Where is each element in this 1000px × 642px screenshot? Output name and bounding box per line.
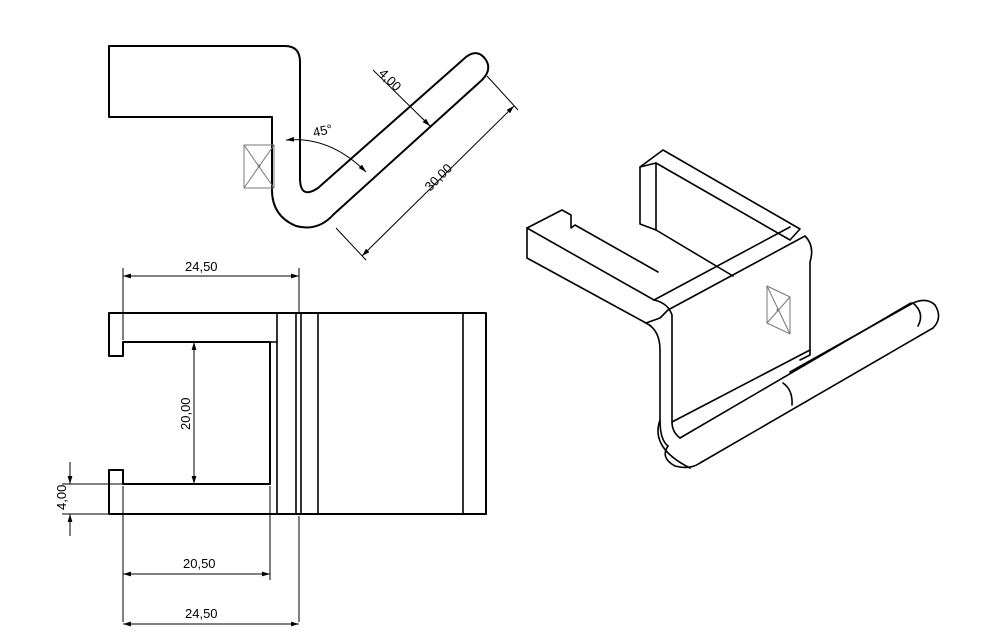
isometric-view [526,149,940,469]
bottom-inner-dim-label: 20,50 [183,556,216,571]
top-view-profile [108,45,490,229]
length-dim-label: 30,00 [422,161,456,195]
top-view: 4,00 45° 30,00 [108,45,519,261]
front-view-outline [108,312,487,515]
lip-height-dimension: 4,00 [54,462,122,536]
thickness-dim-label: 4,00 [376,66,405,95]
iso-front-flange [526,209,659,273]
view-symbol-top [243,144,275,189]
bottom-inner-dimension: 20,50 [122,486,271,622]
angle-dimension: 45° [285,121,367,173]
bottom-width-dimension: 24,50 [123,516,300,627]
bottom-width-dim-label: 24,50 [185,606,218,621]
iso-rod [664,299,940,469]
opening-height-dimension: 20,00 [178,341,268,485]
view-symbol-iso [766,285,791,335]
top-width-dimension: 24,50 [122,259,300,340]
length-dimension: 30,00 [335,75,519,261]
top-width-dim-label: 24,50 [185,259,218,274]
iso-front-face [645,322,669,447]
angle-dim-label: 45° [312,121,334,140]
opening-height-dim-label: 20,00 [178,397,193,430]
iso-top-plate [526,227,813,361]
iso-back-flange [639,149,801,241]
lip-height-dim-label: 4,00 [54,485,69,510]
front-view: 24,50 20,00 4,00 20,50 24,50 [54,259,487,627]
